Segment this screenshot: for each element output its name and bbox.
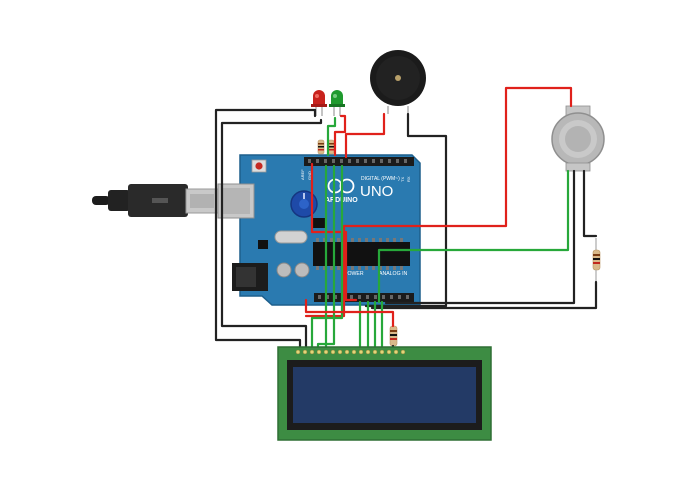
sensor-resistor bbox=[592, 238, 601, 282]
wires bbox=[214, 86, 598, 354]
led-resistors bbox=[317, 139, 335, 155]
label-gnd: GND bbox=[307, 171, 312, 180]
header-digital: DIGITAL (PWM~) bbox=[361, 176, 400, 182]
header-power: POWER bbox=[344, 271, 364, 277]
piezo-buzzer bbox=[370, 50, 426, 114]
lcd-resistor bbox=[389, 325, 398, 347]
green-led bbox=[329, 90, 345, 116]
red-led bbox=[311, 90, 327, 116]
buzzer-icon bbox=[370, 50, 426, 106]
led-icon bbox=[329, 90, 345, 107]
potentiometer bbox=[290, 190, 318, 218]
label-tx: TX bbox=[400, 177, 405, 182]
gas-sensor bbox=[551, 105, 605, 172]
reset-button bbox=[255, 162, 263, 170]
lcd-icon bbox=[277, 346, 492, 441]
usb-cable bbox=[92, 184, 219, 217]
arduino-uno: ARDUINO UNO AREF GND TX RX DIGITAL (PWM~… bbox=[217, 154, 421, 306]
lcd-16x2 bbox=[277, 346, 492, 441]
label-rx: RX bbox=[406, 176, 411, 182]
board-model: UNO bbox=[360, 183, 393, 200]
knob-icon bbox=[290, 190, 318, 218]
label-aref: AREF bbox=[300, 169, 305, 180]
usb-plug-icon bbox=[152, 198, 168, 203]
led-icon bbox=[311, 90, 327, 107]
header-analog: ANALOG IN bbox=[379, 271, 408, 277]
sensor-icon bbox=[551, 112, 605, 166]
